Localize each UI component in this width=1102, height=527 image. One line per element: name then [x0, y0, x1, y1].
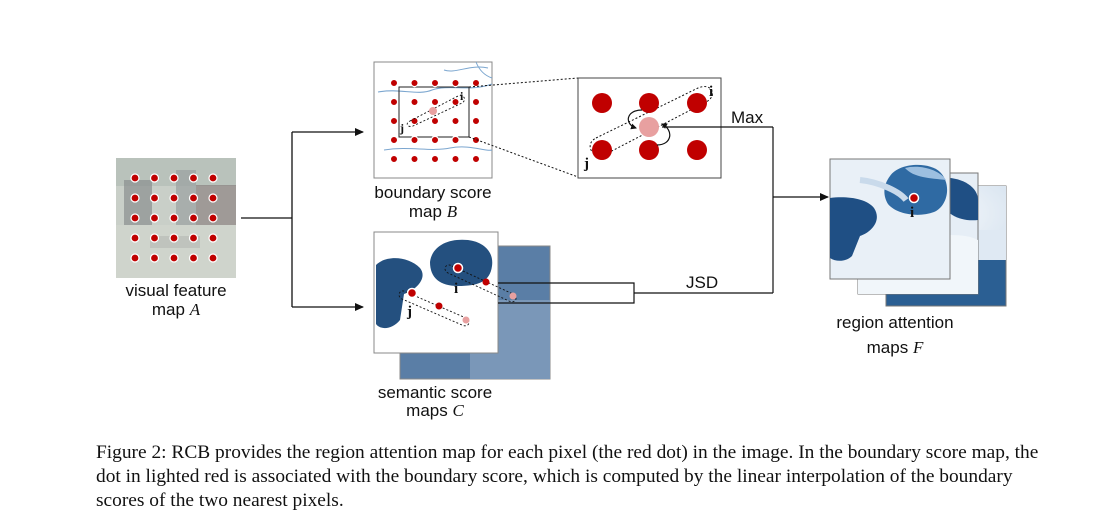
feature-dot [188, 253, 199, 263]
figure-caption: Figure 2: RCB provides the region attent… [96, 442, 1039, 511]
boundary-pixel-j: j [399, 121, 404, 135]
boundary-dot [389, 135, 399, 145]
semantic-dot [435, 302, 443, 310]
boundary-dot [451, 154, 460, 164]
semantic-score-maps: i j [373, 231, 551, 380]
feature-dot [169, 173, 179, 183]
feature-dot [169, 213, 179, 223]
interpolated-dot [429, 107, 437, 115]
feature-dot [188, 193, 199, 203]
boundary-dot [471, 154, 481, 164]
semantic-pixel-j: j [406, 304, 412, 320]
feature-dot [169, 193, 179, 203]
boundary-dot [471, 135, 481, 145]
feature-dot [130, 213, 140, 223]
max-label: Max [731, 108, 764, 127]
semantic-blob-right [430, 239, 493, 286]
feature-dot [130, 193, 140, 203]
visual-feature-label-line1: visual feature [125, 281, 226, 300]
feature-dot [169, 253, 179, 263]
feature-dot [208, 173, 218, 183]
semantic-label-line2: maps C [406, 401, 464, 420]
boundary-dot [451, 116, 460, 126]
feature-dot [149, 213, 160, 223]
visual-feature-label-line2: map A [152, 300, 201, 319]
feature-dot [188, 213, 199, 223]
boundary-dot [410, 78, 419, 88]
zoom-dot [687, 140, 707, 160]
boundary-label-line1: boundary score [374, 183, 491, 202]
region-label-line2: maps F [867, 338, 924, 357]
feature-dot [149, 193, 160, 203]
boundary-dot [471, 97, 481, 107]
zoom-line-bottom [468, 136, 579, 178]
interp-arrow-right [656, 123, 671, 146]
boundary-dot [430, 116, 440, 126]
region-label-line1: region attention [836, 313, 953, 332]
feature-dot [130, 253, 140, 263]
semantic-dot [482, 278, 490, 286]
boundary-dot [471, 78, 481, 88]
zoom-dot [592, 93, 612, 113]
attention-blob-left [830, 197, 877, 261]
feature-dot [188, 233, 199, 243]
semantic-dot [509, 292, 517, 300]
boundary-dot [451, 97, 460, 107]
boundary-dots [389, 78, 481, 164]
feature-dot [149, 233, 160, 243]
zoom-pixel-i: i [709, 84, 713, 100]
semantic-dot [462, 316, 470, 324]
boundary-dot [430, 78, 440, 88]
boundary-score-map: i j [373, 61, 493, 179]
boundary-dot [430, 135, 440, 145]
boundary-dot [389, 97, 399, 107]
boundary-dot [389, 154, 399, 164]
boundary-pixel-i: i [460, 89, 464, 103]
feature-dot [149, 253, 160, 263]
zoom-dot [639, 93, 659, 113]
attention-dot-i [908, 192, 920, 204]
boundary-dot [389, 78, 399, 88]
boundary-dot [430, 154, 440, 164]
feature-dot [188, 173, 199, 183]
boundary-dot [451, 135, 460, 145]
boundary-dot [389, 116, 399, 126]
semantic-pixel-i: i [454, 281, 458, 297]
feature-dot [130, 233, 140, 243]
region-attention-maps: i [829, 158, 1007, 307]
boundary-dot [410, 97, 419, 107]
boundary-dot [430, 97, 440, 107]
jsd-path [498, 197, 774, 304]
boundary-label-line2: map B [409, 202, 458, 221]
boundary-dot [410, 135, 419, 145]
split-arrows [241, 128, 364, 311]
zoom-pixel-j: j [583, 156, 589, 172]
feature-dot [208, 233, 218, 243]
semantic-label-line1: semantic score [378, 383, 492, 402]
visual-feature-map [116, 158, 236, 278]
attention-pixel-i: i [910, 205, 914, 221]
feature-dot [169, 233, 179, 243]
jsd-label: JSD [686, 273, 718, 292]
zoom-dot-i [687, 93, 707, 113]
feature-dot [149, 173, 160, 183]
boundary-dot [451, 78, 460, 88]
visual-feature-dots [130, 173, 218, 263]
max-path [662, 126, 829, 201]
semantic-dot-i [452, 262, 464, 274]
feature-dot [130, 173, 140, 183]
zoom-interpolated-dot [639, 117, 659, 137]
feature-dot [208, 253, 218, 263]
boundary-dot [410, 154, 419, 164]
semantic-dot-j [406, 287, 418, 299]
zoom-dot [639, 140, 659, 160]
zoom-inset: i j [577, 77, 722, 179]
zoom-dot-j [592, 140, 612, 160]
feature-dot [208, 213, 218, 223]
feature-dot [208, 193, 218, 203]
interp-arrow-left [627, 109, 643, 130]
boundary-dot [471, 116, 481, 126]
